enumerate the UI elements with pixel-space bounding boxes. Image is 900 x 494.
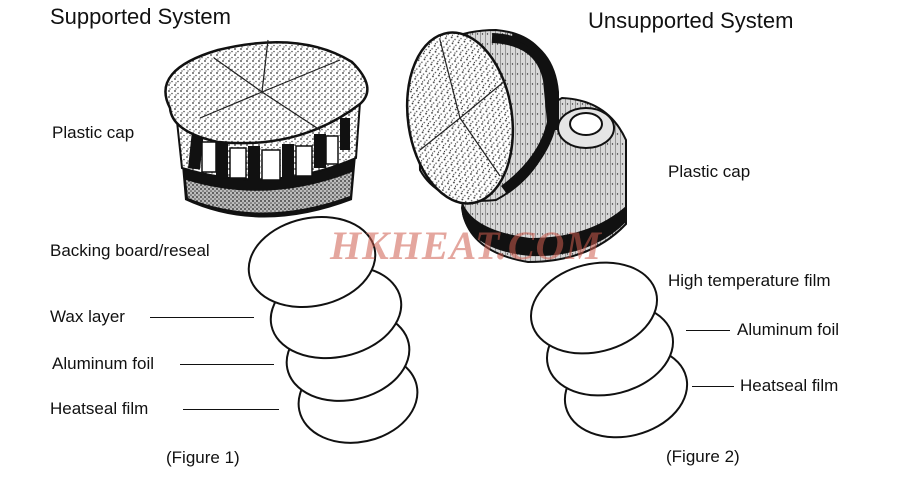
label-high-temp-film: High temperature film [668, 271, 831, 290]
label-plastic-cap-2: Plastic cap [668, 162, 751, 181]
high-temp-film-disc [529, 261, 659, 355]
supported-plastic-cap [164, 39, 369, 218]
figure-1-caption: (Figure 1) [166, 448, 240, 467]
label-heatseal-film-2: Heatseal film [740, 376, 839, 395]
unsupported-liner-stack [529, 261, 689, 439]
label-heatseal-film: Heatseal film [50, 399, 149, 418]
unsupported-plastic-cap [405, 28, 627, 264]
leader-wax-layer [150, 317, 254, 318]
label-backing-board: Backing board/reseal [50, 241, 210, 260]
supported-liner-stack [247, 215, 419, 444]
leader-heatseal-film-2 [692, 386, 734, 387]
backing-board-disc [247, 215, 377, 309]
leader-aluminum-foil-2 [686, 330, 730, 331]
label-plastic-cap: Plastic cap [52, 123, 135, 142]
unsupported-title: Unsupported System [588, 8, 794, 33]
leader-aluminum-foil [180, 364, 274, 365]
label-aluminum-foil: Aluminum foil [52, 354, 155, 373]
label-wax-layer: Wax layer [50, 307, 125, 326]
figure-2-caption: (Figure 2) [666, 447, 740, 466]
leader-heatseal-film [183, 409, 279, 410]
label-aluminum-foil-2: Aluminum foil [737, 320, 840, 339]
supported-title: Supported System [50, 4, 231, 29]
watermark-text: HKHEAT.COM [330, 223, 602, 268]
